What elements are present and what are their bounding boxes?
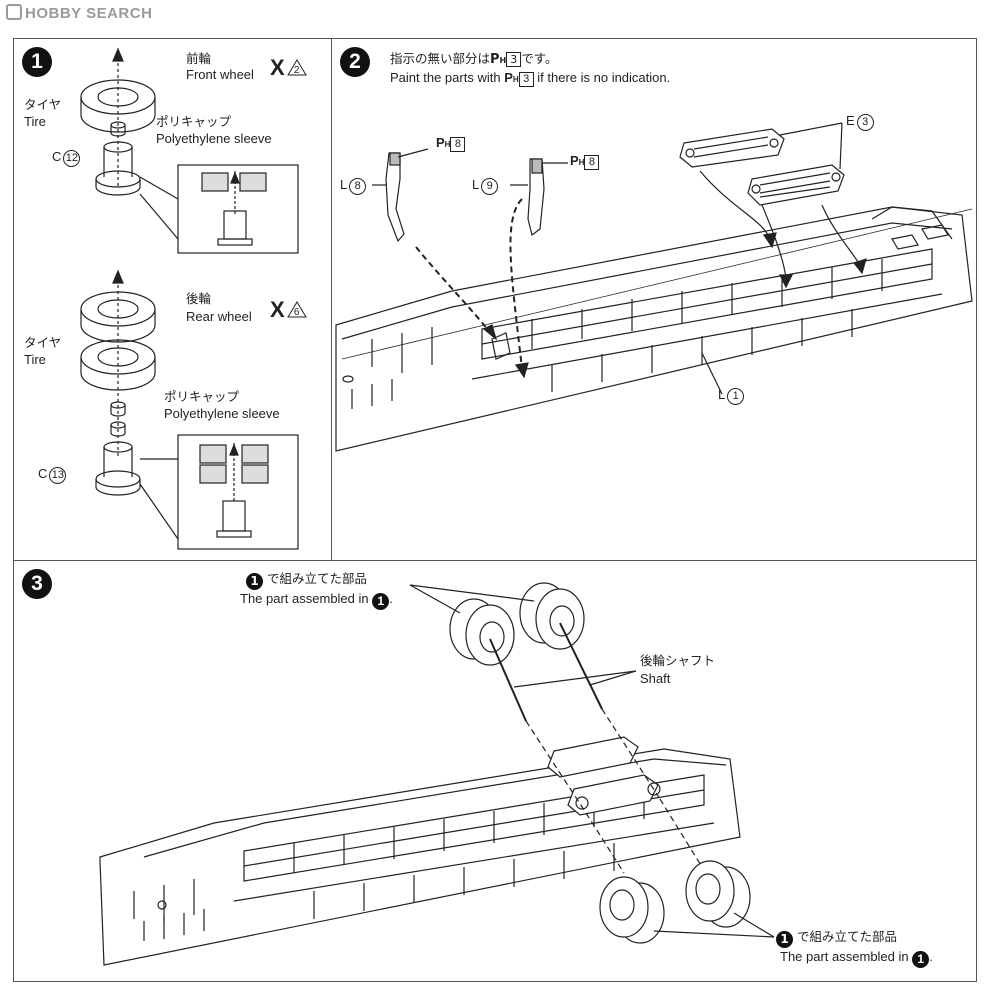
step-1-panel: 1 前輪 Front [13, 38, 333, 562]
assembled-bottom-label-jp: 1 で組み立てた部品 [776, 929, 897, 948]
rear-axle-assembly-illustration [99, 582, 775, 966]
tire-label-en-rear: Tire [24, 352, 46, 367]
rear-wheel-label-en: Rear wheel [186, 309, 252, 324]
tire-label-jp-front: タイヤ [24, 97, 62, 112]
assembled-top-label-jp: 1 で組み立てた部品 [246, 571, 367, 590]
sleeve-label-jp-rear: ポリキャップ [164, 389, 240, 404]
rear-wheel-illustration [80, 269, 299, 550]
front-wheel-label-jp: 前輪 [186, 51, 212, 66]
shaft-label-en: Shaft [640, 671, 671, 686]
sleeve-label-en-front: Polyethylene sleeve [156, 131, 272, 146]
step-3-panel: 3 1 で組み立てた部品 The part assembled in 1. 後輪… [13, 560, 977, 982]
assembled-top-label-en: The part assembled in 1. [240, 591, 393, 610]
sleeve-label-jp-front: ポリキャップ [156, 114, 232, 129]
logo-icon [6, 4, 22, 20]
site-logo: HOBBY SEARCH [6, 4, 152, 22]
rear-wheel-label-jp: 後輪 [186, 291, 212, 306]
step-1-number: 1 [22, 47, 52, 77]
step-3-number: 3 [22, 569, 52, 599]
sleeve-label-en-rear: Polyethylene sleeve [164, 406, 280, 421]
front-wheel-label-en: Front wheel [186, 67, 254, 82]
assembled-bottom-label-en: The part assembled in 1. [780, 949, 933, 968]
tire-label-jp-rear: タイヤ [24, 335, 62, 350]
front-wheel-illustration [80, 47, 299, 254]
chassis-frame-illustration [335, 122, 973, 452]
step-2-number: 2 [340, 47, 370, 77]
shaft-label-jp: 後輪シャフト [640, 653, 716, 668]
tire-label-en-front: Tire [24, 114, 46, 129]
